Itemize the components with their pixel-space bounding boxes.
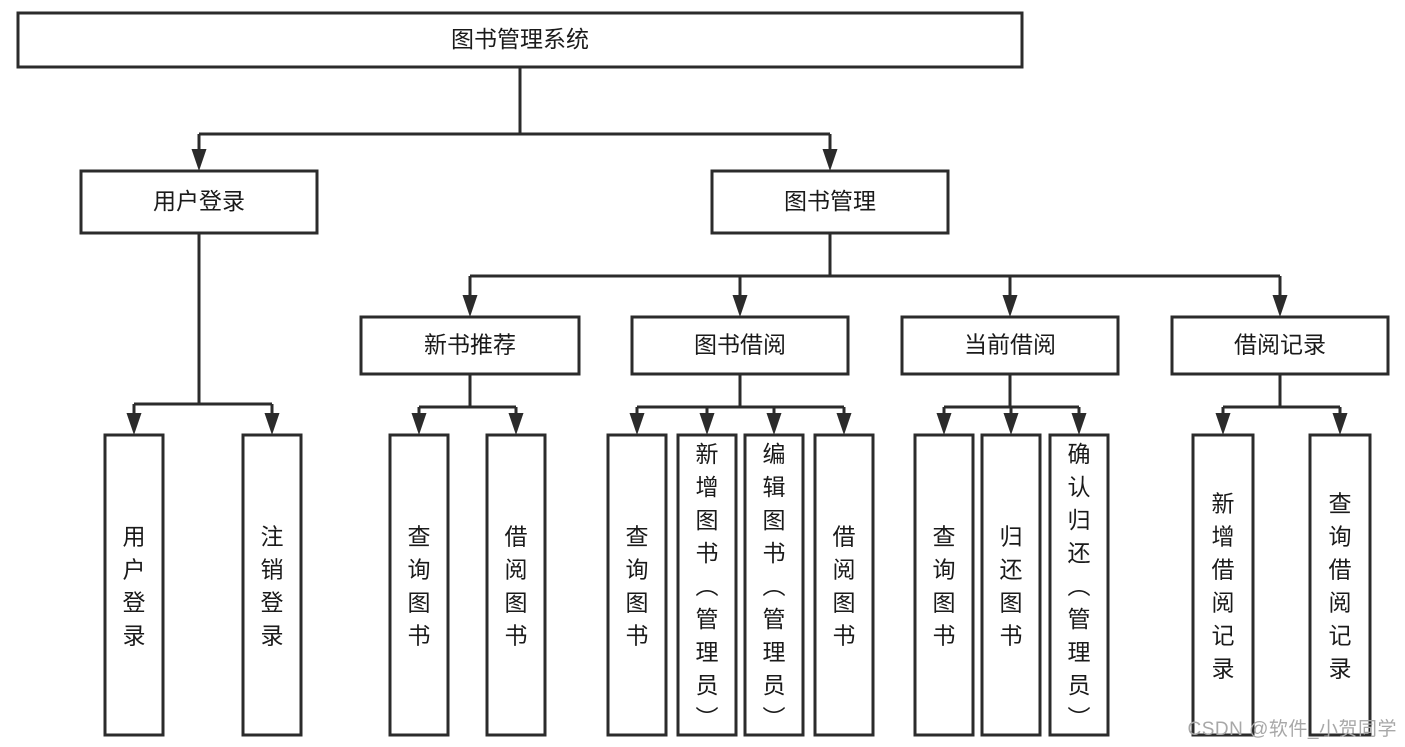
node-box-user-login	[79, 169, 319, 235]
node-label-root: 图书管理系统	[451, 26, 589, 52]
node-label-book-borrow: 图书借阅	[694, 332, 786, 358]
node-label-current-borrow: 当前借阅	[964, 332, 1056, 358]
node-box-leaf-confirm-return	[1048, 433, 1110, 737]
node-label-borrow-record: 借阅记录	[1234, 332, 1326, 358]
node-box-leaf-user-login	[103, 433, 165, 737]
node-box-leaf-query-book-1	[388, 433, 450, 737]
node-leaf-query-book-3[interactable]: 查询图书	[913, 433, 975, 737]
node-box-leaf-add-record	[1191, 433, 1255, 737]
node-leaf-edit-book[interactable]: 编辑图书︵管理员︶	[743, 433, 805, 737]
node-label-leaf-edit-book: 编辑图书︵管理员︶	[763, 441, 786, 731]
node-label-leaf-query-book-3: 查询图书	[933, 524, 956, 649]
node-label-leaf-add-record: 新增借阅记录	[1212, 491, 1235, 682]
node-label-leaf-logout: 注销登录	[261, 524, 284, 649]
connector-group-borrow-record	[1215, 374, 1348, 435]
node-borrow-record[interactable]: 借阅记录	[1170, 315, 1390, 376]
node-box-book-manage	[710, 169, 950, 235]
connector-group-current-borrow	[936, 374, 1087, 435]
node-label-leaf-query-book-2: 查询图书	[626, 524, 649, 649]
connector-group-book-borrow	[629, 374, 852, 435]
node-box-leaf-query-book-3	[913, 433, 975, 737]
node-label-leaf-return-book: 归还图书	[1000, 524, 1023, 649]
node-label-new-book-rec: 新书推荐	[424, 332, 516, 358]
node-box-root	[16, 11, 1024, 69]
node-label-leaf-query-record: 查询借阅记录	[1329, 491, 1352, 682]
node-leaf-user-login[interactable]: 用户登录	[103, 433, 165, 737]
connector-group-new-book-rec	[411, 374, 524, 435]
node-box-borrow-record	[1170, 315, 1390, 376]
connector-group-root	[191, 67, 838, 171]
node-leaf-logout[interactable]: 注销登录	[241, 433, 303, 737]
node-box-leaf-borrow-book-1	[485, 433, 547, 737]
node-book-borrow[interactable]: 图书借阅	[630, 315, 850, 376]
connector-group-user-login	[126, 233, 280, 435]
node-current-borrow[interactable]: 当前借阅	[900, 315, 1120, 376]
node-leaf-return-book[interactable]: 归还图书	[980, 433, 1042, 737]
node-label-leaf-add-book: 新增图书︵管理员︶	[696, 441, 719, 731]
node-box-leaf-return-book	[980, 433, 1042, 737]
node-box-new-book-rec	[359, 315, 581, 376]
node-box-book-borrow	[630, 315, 850, 376]
node-root[interactable]: 图书管理系统	[16, 11, 1024, 69]
node-leaf-query-book-2[interactable]: 查询图书	[606, 433, 668, 737]
node-box-leaf-edit-book	[743, 433, 805, 737]
node-new-book-rec[interactable]: 新书推荐	[359, 315, 581, 376]
node-label-leaf-confirm-return: 确认归还︵管理员︶	[1068, 441, 1091, 731]
node-leaf-borrow-book-2[interactable]: 借阅图书	[813, 433, 875, 737]
node-box-leaf-query-record	[1308, 433, 1372, 737]
node-leaf-query-record[interactable]: 查询借阅记录	[1308, 433, 1372, 737]
node-user-login[interactable]: 用户登录	[79, 169, 319, 235]
connector-layer	[126, 67, 1348, 435]
node-label-user-login: 用户登录	[153, 188, 245, 214]
node-book-manage[interactable]: 图书管理	[710, 169, 950, 235]
node-layer: 图书管理系统用户登录图书管理新书推荐图书借阅当前借阅借阅记录用户登录注销登录查询…	[16, 11, 1390, 737]
node-label-leaf-borrow-book-1: 借阅图书	[505, 524, 528, 649]
node-box-leaf-query-book-2	[606, 433, 668, 737]
node-leaf-borrow-book-1[interactable]: 借阅图书	[485, 433, 547, 737]
node-box-leaf-add-book	[676, 433, 738, 737]
node-leaf-add-book[interactable]: 新增图书︵管理员︶	[676, 433, 738, 737]
node-label-book-manage: 图书管理	[784, 188, 876, 214]
node-leaf-query-book-1[interactable]: 查询图书	[388, 433, 450, 737]
node-label-leaf-borrow-book-2: 借阅图书	[833, 524, 856, 649]
node-box-leaf-logout	[241, 433, 303, 737]
node-box-leaf-borrow-book-2	[813, 433, 875, 737]
connector-group-book-manage	[462, 233, 1288, 317]
node-label-leaf-query-book-1: 查询图书	[408, 524, 431, 649]
node-leaf-add-record[interactable]: 新增借阅记录	[1191, 433, 1255, 737]
node-box-current-borrow	[900, 315, 1120, 376]
node-leaf-confirm-return[interactable]: 确认归还︵管理员︶	[1048, 433, 1110, 737]
node-label-leaf-user-login: 用户登录	[123, 524, 146, 649]
